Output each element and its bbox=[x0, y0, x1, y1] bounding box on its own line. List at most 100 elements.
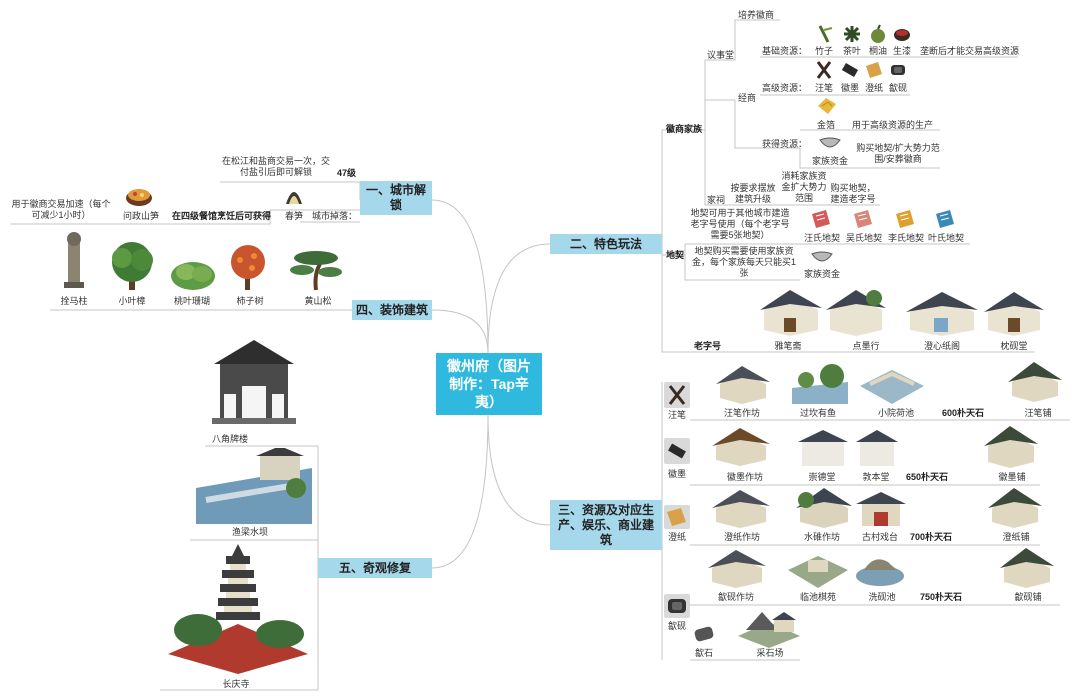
res-row-1-shop-icon bbox=[984, 424, 1038, 468]
council-hall-label: 议事堂 bbox=[707, 50, 735, 60]
family-fund-label-2: 家族资金 bbox=[803, 269, 841, 279]
branch-special-play: 二、特色玩法 bbox=[550, 234, 662, 254]
res-row-3-bldg-0-icon bbox=[708, 548, 766, 588]
tea-leaf-icon bbox=[842, 24, 862, 44]
advanced-resources-label: 高级资源： bbox=[762, 83, 808, 93]
branch-wonder-repair-label: 五、奇观修复 bbox=[338, 560, 411, 575]
huangshan-pine-icon bbox=[286, 244, 346, 292]
gold-foil-label: 金箔 bbox=[816, 120, 836, 130]
basic-item-3: 生漆 bbox=[892, 46, 912, 56]
restaurant-cook-note: 在四级餐馆烹饪后可获得 bbox=[172, 211, 272, 221]
res-row-2-price: 700朴天石 bbox=[910, 532, 953, 542]
basic-item-2: 桐油 bbox=[868, 46, 888, 56]
octagonal-archway-icon bbox=[212, 334, 296, 426]
res-row-0-bldg-0-icon bbox=[716, 364, 770, 404]
huishang-family-label: 徽商家族 bbox=[666, 124, 703, 134]
dianmohang-building-icon bbox=[826, 284, 886, 336]
basic-resources-label: 基础资源： bbox=[762, 46, 808, 56]
res-row-3-bldg-2-icon bbox=[854, 550, 906, 588]
tung-oil-icon bbox=[868, 24, 888, 44]
family-fund-icon bbox=[818, 132, 842, 154]
laozihao-item-2: 澄心纸阁 bbox=[923, 341, 961, 351]
res-row-0-item-0: 汪笔作坊 bbox=[723, 408, 761, 418]
branch-special-play-label: 二、特色玩法 bbox=[569, 236, 642, 251]
gold-foil-icon bbox=[816, 96, 838, 116]
laozihao-label: 老字号 bbox=[694, 341, 722, 351]
res-row-3-bldg-1-icon bbox=[788, 550, 848, 588]
cheng-paper-res-icon bbox=[664, 505, 690, 529]
ancestral-note-2: 消耗家族资金扩大势力范围 bbox=[781, 171, 827, 203]
deed-item-2: 李氏地契 bbox=[887, 233, 925, 243]
family-fund-label: 家族资金 bbox=[811, 156, 849, 166]
camphor-tree-icon bbox=[104, 240, 160, 292]
res-row-3-name: 歙砚 bbox=[667, 621, 687, 631]
res-row-2-item-0: 澄纸作坊 bbox=[723, 532, 761, 542]
basic-item-1: 茶叶 bbox=[842, 46, 862, 56]
res-row-2-item-1: 水碓作坊 bbox=[803, 532, 841, 542]
wenzheng-shoot-icon bbox=[124, 182, 154, 208]
res-row-1-item-1: 崇德堂 bbox=[808, 472, 836, 482]
deco-item-1: 小叶樟 bbox=[118, 296, 146, 306]
res-row-3-item-2: 洗砚池 bbox=[868, 592, 896, 602]
res-row-1-bldg-0-icon bbox=[712, 426, 770, 466]
laozihao-item-3: 枕砚堂 bbox=[1000, 341, 1028, 351]
chengxin-pavilion-icon bbox=[906, 290, 978, 336]
res-row-2-bldg-2-icon bbox=[856, 490, 906, 528]
branch-city-unlock-label: 一、城市解锁 bbox=[365, 183, 426, 212]
aucuba-icon bbox=[168, 252, 218, 292]
yabizhai-building-icon bbox=[760, 284, 822, 336]
deco-item-4: 黄山松 bbox=[304, 296, 332, 306]
quarry-label: 采石场 bbox=[756, 648, 784, 658]
deed-item-0: 汪氏地契 bbox=[803, 233, 841, 243]
res-row-0-price: 600朴天石 bbox=[942, 408, 985, 418]
branch-resources-label: 三、资源及对应生产、娱乐、商业建筑 bbox=[557, 502, 654, 547]
res-row-2-shop-icon bbox=[988, 486, 1042, 528]
wu-deed-icon bbox=[852, 208, 874, 230]
gold-foil-note: 用于高级资源的生产 bbox=[852, 120, 934, 130]
land-deed-label: 地契 bbox=[666, 250, 685, 260]
central-title: 徽州府（图片制作：Tap辛夷） bbox=[447, 358, 531, 410]
spring-shoot-icon bbox=[282, 180, 306, 208]
she-inkstone-res-icon bbox=[664, 594, 690, 618]
branch-decorations: 四、装饰建筑 bbox=[352, 300, 432, 320]
res-row-2-shop: 澄纸铺 bbox=[1002, 532, 1030, 542]
family-fund-icon-2 bbox=[810, 248, 834, 268]
res-row-3-price: 750朴天石 bbox=[920, 592, 963, 602]
land-deed-note-1: 地契可用于其他城市建造老字号使用（每个老字号需要5张地契） bbox=[690, 208, 790, 240]
wang-deed-icon bbox=[810, 208, 832, 230]
she-stone-label: 歙石 bbox=[694, 648, 714, 658]
res-row-2-bldg-1-icon bbox=[796, 486, 852, 528]
wenzheng-shoot-label: 问政山笋 bbox=[122, 211, 160, 221]
wonder-item-0: 八角牌楼 bbox=[211, 434, 249, 444]
branch-decorations-label: 四、装饰建筑 bbox=[356, 302, 429, 317]
res-row-2-item-2: 古村戏台 bbox=[861, 532, 899, 542]
adv-item-3: 歙砚 bbox=[888, 83, 908, 93]
res-row-1-price: 650朴天石 bbox=[906, 472, 949, 482]
hitching-post-icon bbox=[58, 230, 90, 290]
res-row-0-name: 汪笔 bbox=[667, 410, 687, 420]
res-row-0-item-1: 过坎有鱼 bbox=[799, 408, 837, 418]
she-inkstone-icon bbox=[888, 60, 908, 80]
ancestral-note-1: 按要求摆放建筑升级 bbox=[730, 183, 776, 204]
zhenyantang-building-icon bbox=[984, 290, 1044, 336]
deed-item-3: 叶氏地契 bbox=[927, 233, 965, 243]
li-deed-icon bbox=[894, 208, 916, 230]
yuliang-dam-icon bbox=[196, 446, 312, 524]
basic-resources-note: 垄断后才能交易高级资源 bbox=[920, 46, 1020, 56]
deco-item-3: 柿子树 bbox=[236, 296, 264, 306]
cheng-paper-icon bbox=[864, 60, 884, 80]
unlock-level: 47级 bbox=[337, 168, 357, 178]
she-stone-icon bbox=[692, 624, 716, 644]
basic-item-0: 竹子 bbox=[814, 46, 834, 56]
res-row-1-name: 徽墨 bbox=[667, 469, 687, 479]
res-row-0-bldg-1-icon bbox=[792, 362, 848, 404]
res-row-3-item-0: 歙砚作坊 bbox=[717, 592, 755, 602]
trade-label: 经商 bbox=[738, 93, 757, 103]
persimmon-tree-icon bbox=[224, 242, 272, 292]
wonder-item-1: 渔梁水坝 bbox=[231, 527, 269, 537]
res-row-0-shop-icon bbox=[1008, 360, 1062, 402]
res-row-0-shop: 汪笔铺 bbox=[1024, 408, 1052, 418]
lacquer-icon bbox=[892, 24, 912, 44]
ye-deed-icon bbox=[934, 208, 956, 230]
